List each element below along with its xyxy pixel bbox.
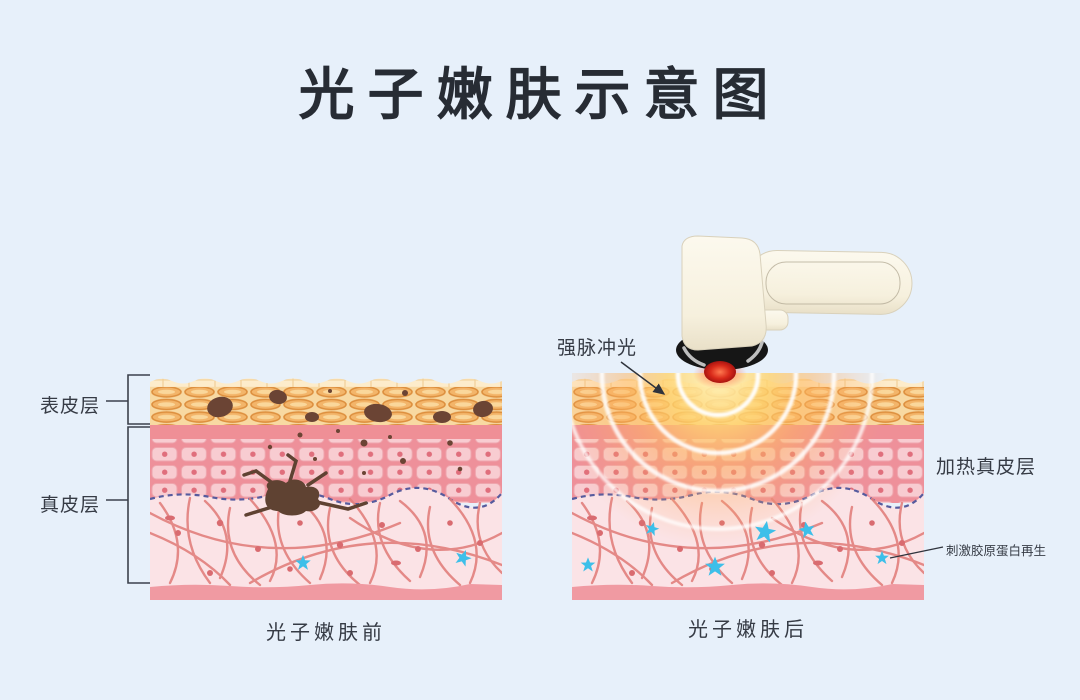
pigment-spots: [207, 389, 493, 475]
label-dermis: 真皮层: [40, 495, 101, 516]
red-light-emitter: [704, 361, 736, 383]
device-head: [681, 235, 767, 351]
skin-panel-before: [150, 377, 502, 600]
label-heat-dermis: 加热真皮层: [936, 457, 1037, 478]
page-title: 光子嫩肤示意图: [298, 63, 782, 126]
pigment-splat: [242, 453, 368, 517]
label-pulse-light: 强脉冲光: [557, 338, 638, 359]
label-collagen-regeneration: 刺激胶原蛋白再生: [946, 544, 1047, 558]
layer-brackets: [106, 374, 150, 584]
skin-panel-after: [572, 373, 924, 600]
ipl-handpiece: [676, 235, 913, 389]
annotation-lines: [620, 361, 944, 559]
caption-after: 光子嫩肤后: [688, 619, 808, 641]
light-wave-arcs: [572, 373, 874, 531]
caption-before: 光子嫩肤前: [266, 622, 386, 644]
label-epidermis: 表皮层: [40, 396, 101, 417]
device-handle: [745, 250, 913, 315]
